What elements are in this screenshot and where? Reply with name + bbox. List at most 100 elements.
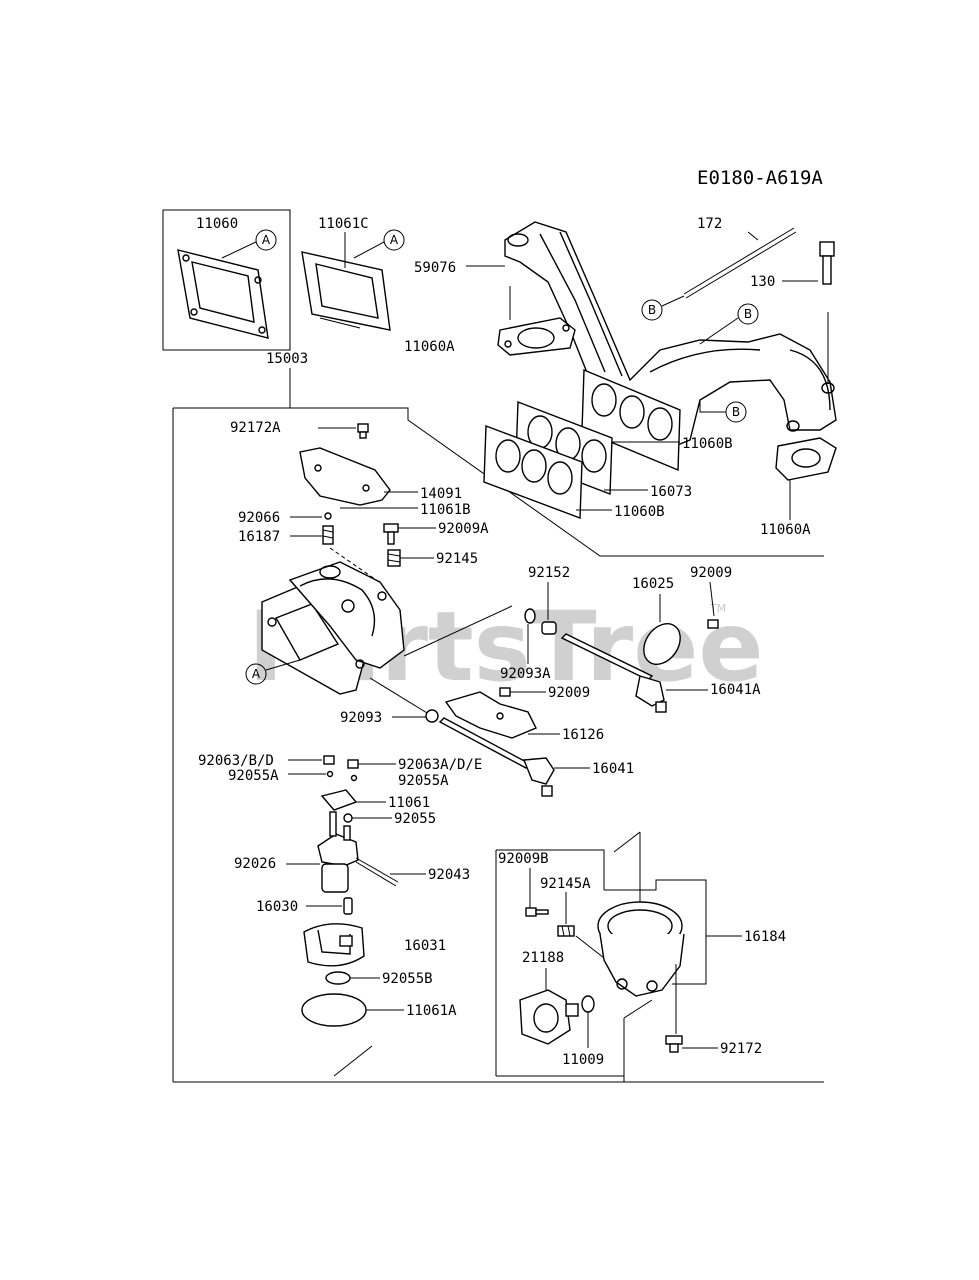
part-label-11060b-2[interactable]: 11060B bbox=[614, 504, 665, 520]
gasket-11061-icon[interactable] bbox=[320, 789, 358, 811]
part-label-11060a-right[interactable]: 11060A bbox=[760, 522, 811, 538]
emulsion-tube-92026-icon[interactable] bbox=[317, 811, 359, 893]
float-16031-icon[interactable] bbox=[303, 923, 365, 967]
part-label-92172a[interactable]: 92172A bbox=[230, 420, 281, 436]
part-label-92063ade[interactable]: 92063A/D/E bbox=[398, 757, 482, 773]
carburetor-body-icon[interactable] bbox=[261, 561, 405, 695]
part-label-92172[interactable]: 92172 bbox=[720, 1041, 762, 1057]
part-label-14091[interactable]: 14091 bbox=[420, 486, 462, 502]
part-label-16025[interactable]: 16025 bbox=[632, 576, 674, 592]
intake-manifold-icon[interactable] bbox=[504, 221, 837, 449]
part-label-16126[interactable]: 16126 bbox=[562, 727, 604, 743]
cover-14091-icon[interactable] bbox=[299, 447, 391, 506]
screw-92172a-icon[interactable] bbox=[357, 423, 369, 439]
carb-assembly-frame-top bbox=[173, 407, 824, 557]
oring-92055a-left-icon[interactable] bbox=[326, 770, 334, 778]
gasket-11060b-rear-icon[interactable] bbox=[581, 368, 681, 472]
part-label-16184[interactable]: 16184 bbox=[744, 929, 786, 945]
spring-92145-icon[interactable] bbox=[387, 549, 401, 567]
part-label-92093[interactable]: 92093 bbox=[340, 710, 382, 726]
part-label-92145[interactable]: 92145 bbox=[436, 551, 478, 567]
pin-92043[interactable] bbox=[355, 857, 399, 883]
part-label-92026[interactable]: 92026 bbox=[234, 856, 276, 872]
screw-92009a-icon[interactable] bbox=[383, 523, 399, 545]
ref-marker-b-3-text: B bbox=[732, 405, 740, 419]
gasket-11061c-icon[interactable] bbox=[301, 251, 391, 331]
part-label-92055a-right[interactable]: 92055A bbox=[398, 773, 449, 789]
subframe-body-bracket bbox=[604, 879, 707, 985]
ref-marker-a bbox=[255, 229, 277, 251]
jet-92063a-icon[interactable] bbox=[347, 759, 359, 769]
oring-92055-icon[interactable] bbox=[343, 813, 353, 823]
throttle-body-16184-icon[interactable] bbox=[597, 901, 685, 997]
part-label-16041a[interactable]: 16041A bbox=[710, 682, 761, 698]
part-label-92009b[interactable]: 92009B bbox=[498, 851, 549, 867]
choke-plate-16126-icon[interactable] bbox=[444, 691, 537, 739]
part-label-16073[interactable]: 16073 bbox=[650, 484, 692, 500]
washer-92093a-icon[interactable] bbox=[524, 608, 536, 624]
part-label-92152[interactable]: 92152 bbox=[528, 565, 570, 581]
ref-marker-b-2-text: B bbox=[744, 307, 752, 321]
watermark-tm: TM bbox=[709, 602, 726, 615]
part-label-92055b[interactable]: 92055B bbox=[382, 971, 433, 987]
part-label-92066[interactable]: 92066 bbox=[238, 510, 280, 526]
screw-92009-top-icon[interactable] bbox=[707, 619, 719, 629]
screw-92172-icon[interactable] bbox=[665, 1035, 683, 1053]
seal-92152-icon[interactable] bbox=[541, 621, 557, 635]
gasket-11060-icon[interactable] bbox=[177, 249, 269, 339]
oring-11009-icon[interactable] bbox=[581, 995, 595, 1013]
spring-92145a-icon[interactable] bbox=[557, 925, 575, 937]
part-label-92093a[interactable]: 92093A bbox=[500, 666, 551, 682]
part-label-130[interactable]: 130 bbox=[750, 274, 775, 290]
part-label-11060b-1[interactable]: 11060B bbox=[682, 436, 733, 452]
part-label-16041[interactable]: 16041 bbox=[592, 761, 634, 777]
part-label-92009-top[interactable]: 92009 bbox=[690, 565, 732, 581]
screw-92009-mid-icon[interactable] bbox=[499, 687, 511, 697]
spring-16187-icon[interactable] bbox=[322, 525, 334, 545]
part-label-92063bd[interactable]: 92063/B/D bbox=[198, 753, 274, 769]
ref-marker-a-2 bbox=[383, 229, 405, 251]
screw-92009b-icon[interactable] bbox=[525, 907, 549, 917]
part-label-16030[interactable]: 16030 bbox=[256, 899, 298, 915]
oring-92055a-right-icon[interactable] bbox=[350, 774, 358, 782]
solenoid-21188-icon[interactable] bbox=[519, 989, 579, 1045]
gasket-11060b-front-icon[interactable] bbox=[483, 425, 583, 519]
washer-92093-icon[interactable] bbox=[425, 709, 439, 723]
part-label-92145a[interactable]: 92145A bbox=[540, 876, 591, 892]
part-label-172[interactable]: 172 bbox=[697, 216, 722, 232]
part-label-21188[interactable]: 21188 bbox=[522, 950, 564, 966]
oring-11061a-icon[interactable] bbox=[301, 993, 367, 1027]
part-label-59076[interactable]: 59076 bbox=[414, 260, 456, 276]
jet-92063-icon[interactable] bbox=[323, 755, 335, 765]
part-label-16031[interactable]: 16031 bbox=[404, 938, 446, 954]
part-label-11061c[interactable]: 11061C bbox=[318, 216, 369, 232]
part-label-92009a[interactable]: 92009A bbox=[438, 521, 489, 537]
part-label-11060[interactable]: 11060 bbox=[196, 216, 238, 232]
part-label-92009-mid[interactable]: 92009 bbox=[548, 685, 590, 701]
ref-marker-a-3 bbox=[245, 663, 267, 685]
gasket-11060a-right-icon[interactable] bbox=[775, 437, 837, 481]
part-label-11061[interactable]: 11061 bbox=[388, 795, 430, 811]
part-label-92055[interactable]: 92055 bbox=[394, 811, 436, 827]
float-needle-16030-icon[interactable] bbox=[343, 897, 353, 915]
throttle-plate-16025-icon[interactable] bbox=[636, 617, 687, 671]
part-label-11061b[interactable]: 11061B bbox=[420, 502, 471, 518]
ball-92066-icon[interactable] bbox=[324, 512, 332, 520]
inset-box-gasket bbox=[162, 209, 291, 351]
part-label-11009[interactable]: 11009 bbox=[562, 1052, 604, 1068]
part-label-11061a[interactable]: 11061A bbox=[406, 1003, 457, 1019]
part-label-92043[interactable]: 92043 bbox=[428, 867, 470, 883]
carb-assembly-frame-bottom bbox=[173, 1075, 625, 1083]
oring-92055b-icon[interactable] bbox=[325, 971, 351, 985]
stud-172[interactable] bbox=[683, 227, 795, 295]
part-label-11060a-top[interactable]: 11060A bbox=[404, 339, 455, 355]
spacer-16073-icon[interactable] bbox=[515, 400, 613, 496]
choke-shaft-16041-icon[interactable] bbox=[438, 717, 555, 797]
gasket-11060a-small-icon[interactable] bbox=[497, 317, 576, 356]
part-label-92055a-left[interactable]: 92055A bbox=[228, 768, 279, 784]
throttle-shaft-16041a-icon[interactable] bbox=[560, 633, 667, 713]
part-label-15003[interactable]: 15003 bbox=[266, 351, 308, 367]
part-label-16187[interactable]: 16187 bbox=[238, 529, 280, 545]
bolt-130-icon[interactable] bbox=[819, 241, 835, 285]
